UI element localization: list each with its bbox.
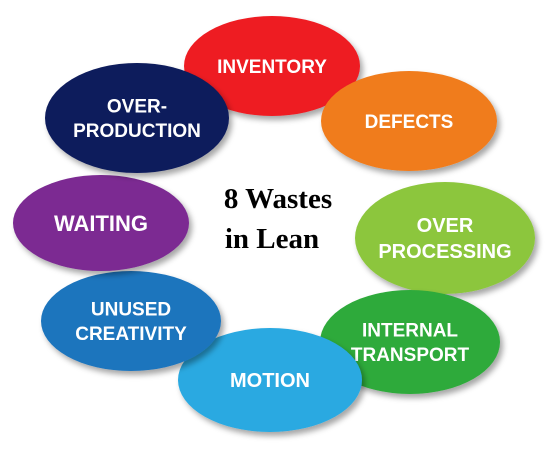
waste-label-internal-transport-line-1: INTERNAL	[362, 320, 458, 341]
waste-ellipse-internal-transport	[320, 290, 500, 394]
waste-label-inventory-line-1: INVENTORY	[217, 57, 327, 78]
center-title-line-1: 8 Wastes	[224, 183, 332, 215]
waste-waiting: WAITING	[13, 175, 189, 271]
waste-motion: MOTION	[178, 328, 362, 432]
waste-ellipse-unused-creativity	[41, 271, 221, 371]
waste-over-production: OVER- PRODUCTION	[45, 63, 229, 173]
center-title: 8 Wastes in Lean	[224, 183, 332, 255]
waste-label-unused-creativity-line-1: UNUSED	[91, 299, 171, 320]
waste-ellipse-motion	[178, 328, 362, 432]
waste-ellipse-waiting	[13, 175, 189, 271]
waste-label-defects-line-1: DEFECTS	[365, 112, 454, 133]
waste-ellipse-over-production	[45, 63, 229, 173]
waste-internal-transport: INTERNAL TRANSPORT	[320, 290, 500, 394]
waste-ellipses: INVENTORY DEFECTS OVER PROCESSING INTERNAL TR…	[13, 16, 535, 432]
waste-ellipse-over-processing	[355, 182, 535, 294]
waste-label-over-processing-line-2: PROCESSING	[378, 241, 511, 263]
waste-label-over-processing-line-1: OVER	[417, 215, 474, 237]
waste-label-waiting-line-1: WAITING	[54, 211, 148, 236]
waste-label-motion-line-1: MOTION	[230, 370, 310, 392]
center-title-line-2: in Lean	[225, 223, 319, 255]
waste-ellipse-defects	[321, 71, 497, 171]
waste-label-over-production-line-1: OVER-	[107, 96, 167, 117]
waste-label-unused-creativity-line-2: CREATIVITY	[75, 324, 187, 345]
waste-ellipse-inventory	[184, 16, 360, 116]
waste-unused-creativity: UNUSED CREATIVITY	[41, 271, 221, 371]
waste-label-internal-transport-line-2: TRANSPORT	[351, 345, 470, 366]
waste-over-processing: OVER PROCESSING	[355, 182, 535, 294]
waste-defects: DEFECTS	[321, 71, 497, 171]
waste-label-over-production-line-2: PRODUCTION	[73, 121, 201, 142]
waste-inventory: INVENTORY	[184, 16, 360, 116]
